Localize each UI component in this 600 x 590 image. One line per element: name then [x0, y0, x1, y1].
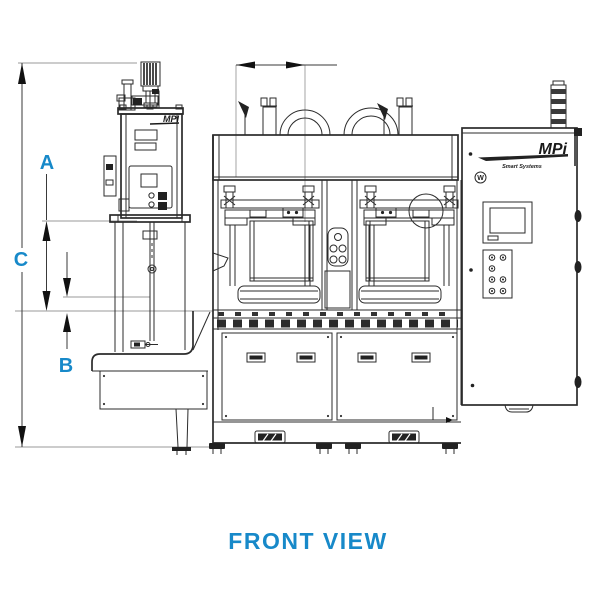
arrow-down-icon	[63, 278, 71, 297]
hinge-icon	[574, 210, 582, 222]
tank-label-plate	[134, 129, 158, 141]
arrow-up-icon	[18, 63, 26, 84]
dimension-b	[63, 252, 71, 349]
center-column	[321, 180, 358, 310]
panel-screw	[469, 268, 473, 272]
svg-text:W: W	[477, 175, 484, 182]
controller-button	[148, 201, 155, 208]
left-tank-unit: MPI	[91, 61, 211, 455]
dim-label-a: A	[40, 152, 54, 174]
work-shelf	[91, 311, 211, 372]
certification-mark: W	[474, 171, 487, 184]
lower-platen-beam	[237, 285, 321, 304]
corner-bracket-left	[224, 217, 248, 226]
tank-logo: MPI	[163, 114, 180, 124]
controller-key	[158, 202, 167, 210]
hinge-icon	[574, 376, 582, 388]
vent-flag-icon	[377, 103, 388, 120]
arrow-down-icon	[18, 426, 26, 447]
tank-controller	[128, 165, 173, 210]
controller-key	[158, 192, 167, 200]
top-hoses-and-pipes	[238, 97, 413, 136]
panel-screw	[470, 383, 475, 388]
dimension-press-width	[235, 61, 337, 222]
screen-display	[489, 207, 526, 234]
tank-label-plate	[134, 142, 157, 151]
tie-bolt-left	[223, 185, 236, 208]
cabinet-door-right	[336, 332, 458, 421]
door-hinges	[574, 210, 582, 388]
logo-swoosh	[478, 154, 568, 161]
press-base	[209, 407, 461, 454]
nozzle-block	[282, 207, 304, 218]
lower-cabinet	[221, 332, 458, 421]
arrow-up-icon	[42, 221, 51, 241]
mold-space	[249, 220, 314, 282]
panel-buttons	[488, 254, 507, 295]
detail-callout-circle	[408, 193, 444, 229]
door-corner-marks	[224, 335, 455, 418]
shutoff-valve	[130, 340, 158, 349]
hose-loop-left	[279, 109, 331, 136]
arrow-up-icon	[63, 313, 71, 332]
control-cabinet: MPi Smart Systems W	[461, 80, 582, 413]
machine-bed	[213, 309, 461, 330]
main-press	[209, 97, 462, 454]
hose-loop-right	[343, 107, 399, 136]
arrow-right-icon	[446, 417, 453, 423]
cabinet-tagline: Smart Systems	[502, 164, 542, 170]
wax-tank: MPI	[117, 104, 184, 219]
arrow-right-icon	[286, 61, 305, 69]
hmi-screen	[482, 201, 533, 244]
cabinet-side-shade	[574, 136, 577, 166]
press-station-1	[220, 185, 321, 304]
stand-leg	[172, 408, 191, 455]
view-title: FRONT VIEW	[228, 528, 387, 554]
press-crown	[212, 134, 459, 181]
controller-display	[140, 173, 158, 188]
hinge-icon	[574, 261, 582, 273]
button-panel	[482, 249, 513, 299]
dim-label-b: B	[59, 355, 73, 377]
platen-block	[249, 209, 267, 218]
dimension-overall-height	[18, 63, 26, 447]
valve-panel	[327, 227, 349, 267]
cabinet-logo: MPi	[539, 141, 568, 158]
base-vents	[254, 430, 420, 444]
drain-valve	[147, 264, 157, 274]
vent-flag-icon	[238, 101, 249, 118]
side-bracket	[103, 155, 130, 212]
door-handles	[246, 352, 431, 363]
leveling-feet	[209, 443, 458, 454]
columns	[229, 225, 311, 286]
cabinet-door-left	[221, 332, 333, 421]
capped-pipe-right	[396, 97, 413, 136]
capped-pipe-left	[260, 97, 277, 136]
cabinet-foot	[504, 404, 534, 413]
frame-bracket	[212, 252, 229, 272]
shelf-cabinet	[99, 370, 208, 410]
cabinet-top-tab	[574, 128, 582, 136]
signal-stack	[550, 80, 567, 129]
press-station-2	[358, 185, 459, 304]
dimension-c	[42, 221, 51, 311]
tank-stand	[114, 222, 186, 352]
cabinet-branding: MPi Smart Systems W	[468, 141, 568, 184]
arrow-left-icon	[236, 61, 255, 69]
fill-pipe	[116, 79, 136, 111]
upper-platen	[224, 209, 316, 219]
upper-beam	[220, 199, 320, 209]
dim-label-c: C	[14, 249, 28, 271]
dimension-annotations: A C B	[14, 61, 337, 448]
controller-button	[148, 192, 155, 199]
drain-rod	[149, 222, 155, 341]
center-access-panel	[324, 270, 351, 309]
arrow-down-icon	[42, 291, 51, 311]
